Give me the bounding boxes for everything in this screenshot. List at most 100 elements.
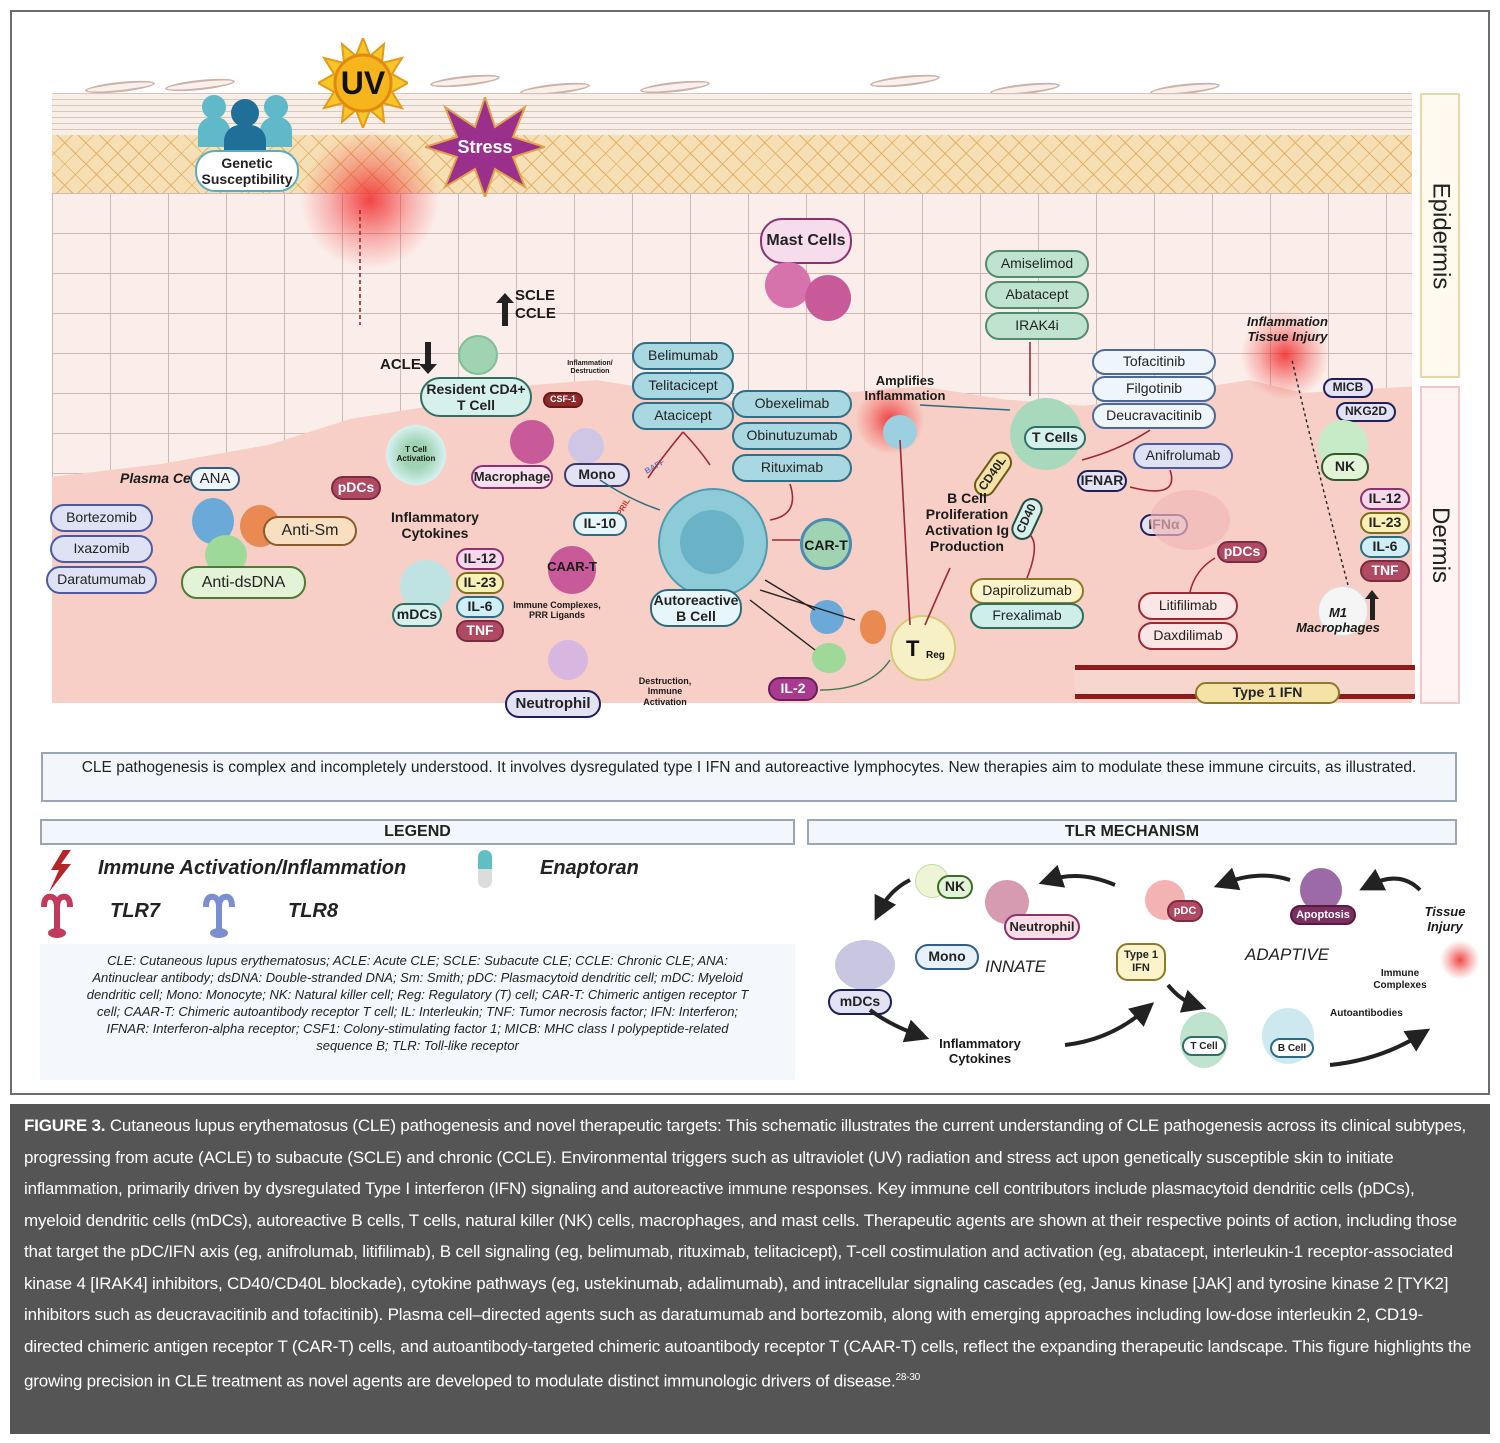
caption-text: Cutaneous lupus erythematosus (CLE) path… [24,1116,1472,1391]
drug-filgotinib: Filgotinib [1092,376,1216,402]
cytokine-tnf: TNF [1360,560,1410,582]
resident-t-cell-icon [458,335,498,375]
il2-label: IL-2 [768,677,818,701]
lightning-icon [49,850,71,892]
stress-label: Stress [457,137,513,157]
figure-caption: FIGURE 3. Cutaneous lupus erythematosus … [10,1104,1490,1434]
destruction-activation-label: Destruction, Immune Activation [638,676,692,707]
drug-telitacicept: Telitacicept [632,372,734,400]
macrophage-icon [510,420,554,464]
t-cells-label: T Cells [1024,426,1086,450]
drug-obinutuzumab: Obinutuzumab [732,422,852,450]
car-t-label: CAR-T [804,537,848,553]
cytokine-il6: IL-6 [1360,536,1410,558]
ana-label: ANA [190,467,240,491]
treg-label: T [906,636,920,661]
legend-label-enaptoran: Enaptoran [540,857,639,879]
b-cell-nucleus [680,510,744,574]
drug-daxdilimab: Daxdilimab [1138,622,1238,650]
pdcs-left-label: pDCs [331,476,381,500]
tlr-inflammatory-cytokines-label: Inflammatory Cytokines [939,1036,1021,1066]
drug-litifilimab: Litifilimab [1138,592,1238,620]
inflammation-injury-label: Inflammation Tissue Injury [1247,314,1328,344]
cell-icon [883,415,917,449]
summary-box: CLE pathogenesis is complex and incomple… [41,752,1457,802]
drug-amiselimod: Amiselimod [985,250,1089,278]
uv-damage-glow [300,130,440,270]
drug-abatacept: Abatacept [985,281,1089,309]
scle-label: SCLE [515,287,556,304]
mono-label: Mono [564,463,630,487]
ccle-label: CCLE [515,305,556,322]
tlr-type1-ifn-label: Type 1 IFN [1116,943,1166,981]
legend-label-immune-activation: Immune Activation/Inflammation [98,857,407,879]
legend-label-tlr8: TLR8 [288,900,338,922]
drug-irak4i: IRAK4i [985,312,1089,340]
nkg2d-label: NKG2D [1336,402,1396,422]
pdc-cluster-icon [1150,490,1230,550]
ifnar-label: IFNAR [1077,470,1127,492]
dermis-label-box: Dermis [1420,386,1460,704]
neutrophil-icon [548,640,588,680]
m1-macrophages-label: M1 Macrophages [1296,605,1380,635]
resident-t-cell-label: Resident CD4+ T Cell [420,377,532,417]
drug-bortezomib: Bortezomib [50,504,153,532]
pdcs-right-label: pDCs [1217,541,1267,563]
cytokine-tnf: TNF [456,620,504,642]
capsule-icon [478,850,492,888]
anti-sm-label: Anti-Sm [263,516,357,546]
drug-deucravacitinib: Deucravacitinib [1092,403,1216,429]
mast-cells-label: Mast Cells [760,218,852,264]
cytokine-il12: IL-12 [456,548,504,570]
acle-label: ACLE [380,356,421,373]
stress-star: Stress [421,93,549,200]
cytokine-il6: IL-6 [456,596,504,618]
uv-sun: UV [315,35,411,131]
legend-header: LEGEND [40,819,795,845]
mdcs-label: mDCs [392,603,442,627]
tlr8-receptor-icon [203,893,235,938]
t-cell-activation-icon [386,425,446,485]
autoreactive-b-cell-label: Autoreactive B Cell [650,589,742,627]
monocyte-icon [568,428,604,464]
daughter-cell-icon [810,600,844,634]
caar-t-label: CAAR-T [547,559,597,574]
sun-icon [315,35,411,131]
anti-dsdna-label: Anti-dsDNA [181,566,306,599]
drug-atacicept: Atacicept [632,402,734,430]
abbreviations: CLE: Cutaneous lupus erythematosus; ACLE… [40,944,795,1080]
epidermis-label: Epidermis [1427,182,1455,289]
drug-ixazomib: Ixazomib [50,535,153,563]
car-t-icon [800,518,852,570]
tlr7-receptor-icon [41,893,73,938]
drug-tofacitinib: Tofacitinib [1092,349,1216,375]
m1-macrophage-icon [1318,586,1368,636]
legend-label-tlr7: TLR7 [110,900,160,922]
neutrophil-label: Neutrophil [505,690,601,718]
genetic-susceptibility-label: Genetic Susceptibility [195,150,299,192]
down-arrow-icon [425,342,431,366]
cytokine-il12: IL-12 [1360,488,1410,510]
tlr-immune-complexes-label: Immune Complexes [1373,968,1427,991]
up-arrow-icon [502,302,508,326]
mast-cell-icon [765,262,811,308]
treg-sub-label: Reg [926,650,945,661]
up-arrow-icon [1370,598,1375,620]
inflammatory-cytokines-label: Inflammatory Cytokines [391,509,479,542]
type1-ifn-label: Type 1 IFN [1195,682,1340,704]
tlr-mdcs-label: mDCs [828,989,892,1015]
caption-label: FIGURE 3. [24,1116,106,1135]
tlr-mono-label: Mono [915,944,979,970]
adaptive-label: ADAPTIVE [1245,945,1330,964]
people-icon [198,95,298,151]
tlr-pdc-label: pDC [1167,900,1203,922]
innate-label: INNATE [985,957,1047,976]
treg-icon [890,615,956,681]
immune-complexes-label: Immune Complexes, PRR Ligands [513,600,601,621]
tlr-nk-label: NK [937,875,973,899]
tissue-injury-label: Tissue Injury [1424,904,1466,934]
drug-belimumab: Belimumab [632,342,734,370]
micb-label: MICB [1323,378,1373,398]
daughter-cell-icon [860,610,886,644]
tlr-header: TLR MECHANISM [807,819,1457,845]
